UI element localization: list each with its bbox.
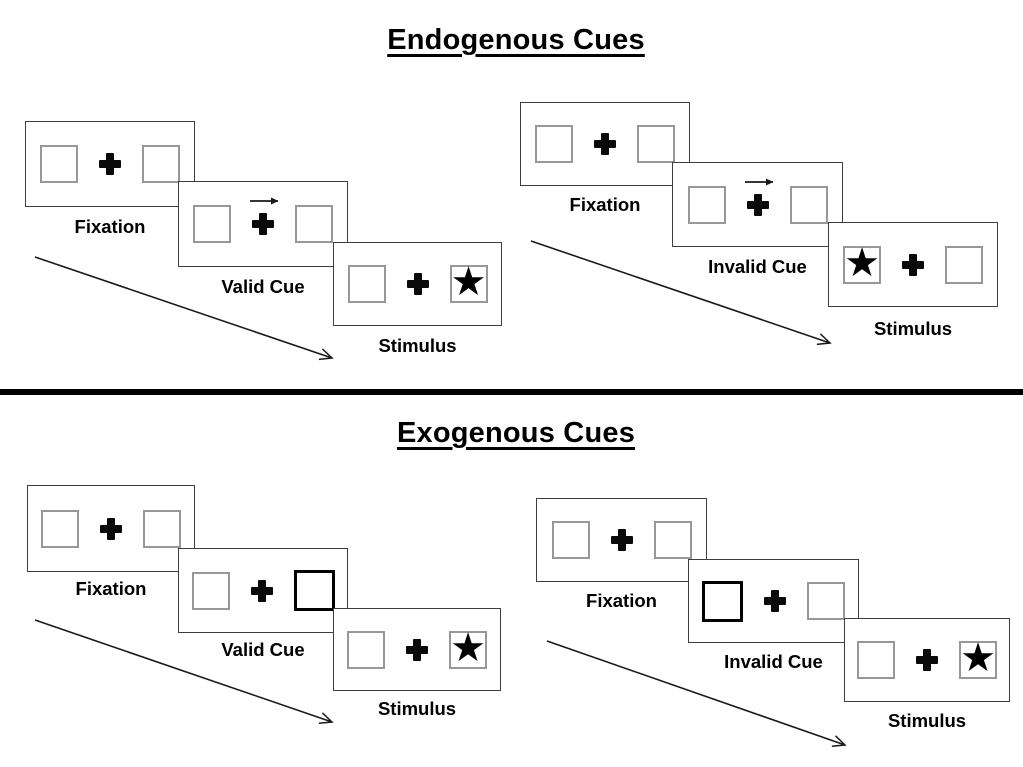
panel-endogenous-valid-fixation xyxy=(25,121,195,207)
step-label: Invalid Cue xyxy=(724,651,823,672)
step-label: Stimulus xyxy=(887,710,967,731)
left-box xyxy=(702,580,743,622)
right-box xyxy=(293,570,335,611)
left-box xyxy=(857,641,895,679)
fixation-cross-icon xyxy=(406,638,428,661)
fixation-cross-icon xyxy=(610,529,633,551)
panel-exogenous-valid-fixation xyxy=(27,485,195,572)
fixation-cross-icon xyxy=(250,579,273,602)
step-label: Stimulus xyxy=(377,698,457,719)
panel-endogenous-invalid-stimulus: ★ xyxy=(828,222,998,307)
step-label: Fixation xyxy=(75,578,147,599)
sequence-arrow-icon xyxy=(546,640,847,747)
step-label: Fixation xyxy=(74,216,146,237)
fixation-cross-icon xyxy=(594,133,616,155)
right-box xyxy=(653,521,692,559)
left-box xyxy=(347,265,386,303)
right-box xyxy=(637,125,675,163)
panel-endogenous-valid-cue xyxy=(178,181,348,267)
fixation-cross-icon xyxy=(100,517,122,540)
left-box xyxy=(191,571,230,610)
step-label: Valid Cue xyxy=(221,276,305,297)
panel-exogenous-invalid-fixation xyxy=(536,498,707,582)
panel-exogenous-valid-cue xyxy=(178,548,348,633)
right-box xyxy=(295,205,333,243)
fixation-cross-icon xyxy=(744,178,773,216)
right-box: ★ xyxy=(449,625,487,670)
left-box xyxy=(687,185,726,224)
panel-exogenous-valid-stimulus: ★ xyxy=(333,608,501,691)
cue-direction-arrow-icon xyxy=(250,197,279,205)
exogenous-title: Exogenous Cues xyxy=(396,417,636,449)
panel-exogenous-invalid-cue xyxy=(688,559,859,643)
fixation-cross-icon xyxy=(902,253,924,276)
left-box xyxy=(535,125,573,163)
fixation-cross-icon xyxy=(764,590,786,612)
left-box: ★ xyxy=(843,240,881,285)
left-box xyxy=(193,205,231,243)
right-box xyxy=(143,509,181,548)
fixation-cross-icon xyxy=(250,197,279,235)
fixation-cross-icon xyxy=(916,649,938,671)
cue-direction-arrow-icon xyxy=(744,178,773,185)
fixation-cross-icon xyxy=(99,153,121,175)
left-box xyxy=(40,145,78,183)
panel-endogenous-valid-stimulus: ★ xyxy=(333,242,502,326)
left-box xyxy=(347,630,385,669)
star-icon: ★ xyxy=(450,625,486,670)
endogenous-title: Endogenous Cues xyxy=(387,24,645,56)
star-icon: ★ xyxy=(450,260,487,304)
right-box xyxy=(142,145,180,183)
left-box xyxy=(551,521,590,559)
fixation-cross-icon xyxy=(406,273,429,295)
step-label: Invalid Cue xyxy=(708,256,807,277)
right-box: ★ xyxy=(449,260,488,304)
step-label: Fixation xyxy=(586,590,657,611)
panel-endogenous-invalid-cue xyxy=(672,162,843,247)
section-divider xyxy=(0,389,1023,395)
star-icon: ★ xyxy=(960,636,996,680)
step-label: Stimulus xyxy=(378,335,457,356)
star-icon: ★ xyxy=(844,240,880,285)
sequence-arrow-icon xyxy=(34,256,334,361)
right-box: ★ xyxy=(959,636,997,680)
step-label: Stimulus xyxy=(873,318,953,339)
panel-endogenous-invalid-fixation xyxy=(520,102,690,186)
step-label: Valid Cue xyxy=(221,639,305,660)
panel-exogenous-invalid-stimulus: ★ xyxy=(844,618,1010,702)
step-label: Fixation xyxy=(569,194,641,215)
right-box xyxy=(945,245,983,284)
sequence-arrow-icon xyxy=(530,240,832,346)
left-box xyxy=(41,509,79,548)
right-box xyxy=(807,582,845,620)
sequence-arrow-icon xyxy=(34,619,334,725)
right-box xyxy=(789,185,828,224)
